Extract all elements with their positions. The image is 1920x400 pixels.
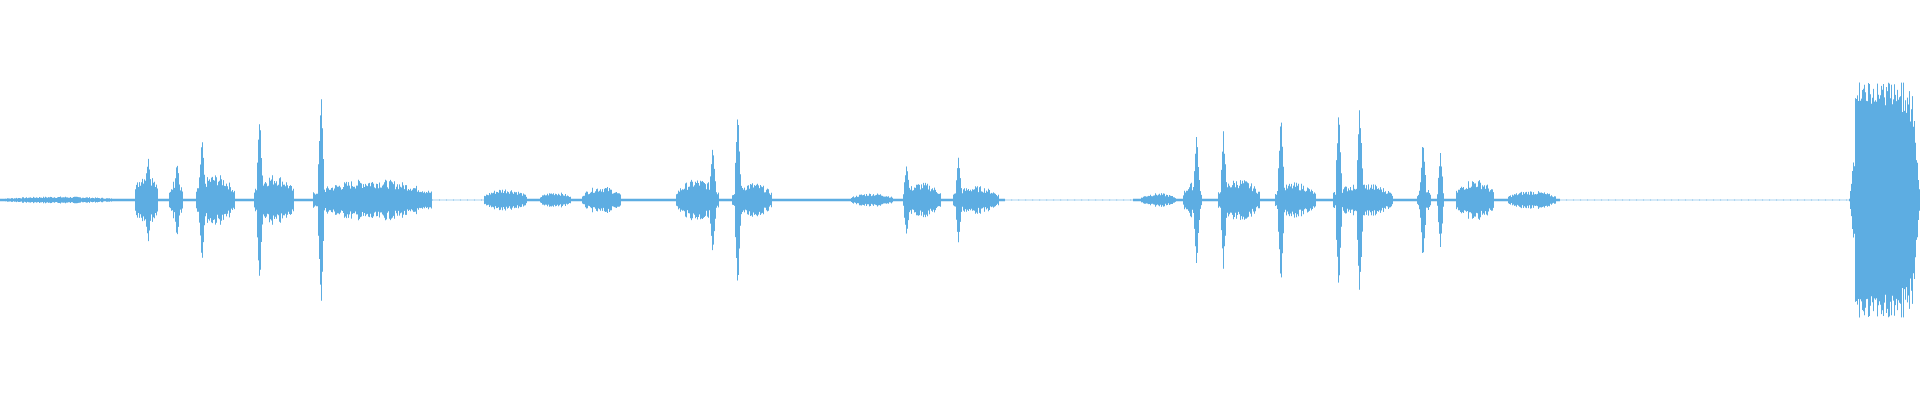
waveform-trace [0, 82, 1920, 318]
waveform-bars [0, 82, 1920, 318]
